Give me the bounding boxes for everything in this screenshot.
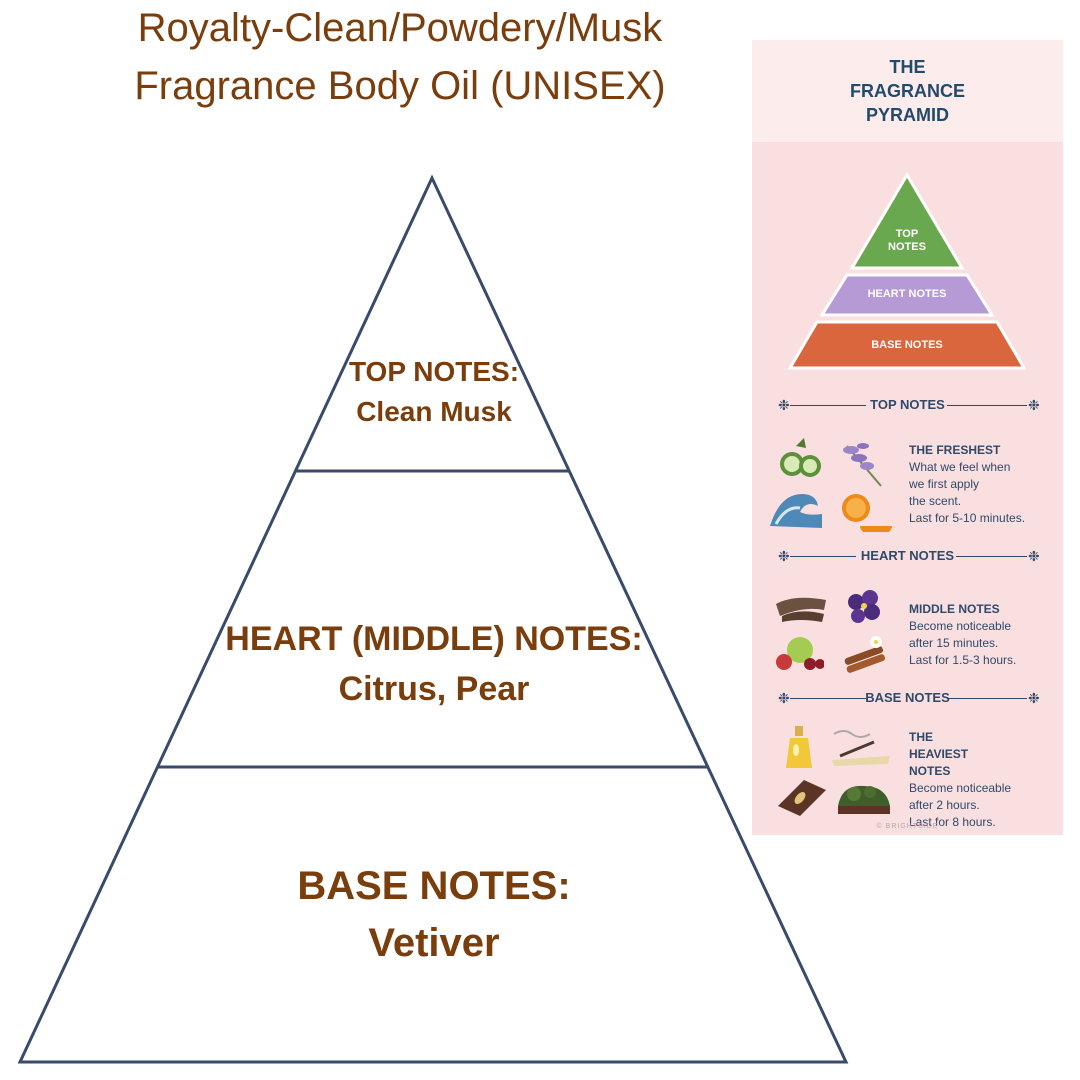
mini-tier-base-label: BASE NOTES	[871, 339, 943, 351]
infographic-title-line-3: PYRAMID	[865, 105, 949, 125]
cucumber-icon	[780, 438, 821, 477]
infographic-title-line-2: FRAGRANCE	[850, 81, 965, 101]
infographic-header: THE FRAGRANCE PYRAMID	[752, 40, 1063, 142]
section-header-heart-notes: ❉ ❉ HEART NOTES	[778, 548, 1040, 564]
cinnamon-icon	[844, 636, 885, 673]
fragrance-pyramid-infographic: THE FRAGRANCE PYRAMID TOP NOTES HEART NO…	[752, 40, 1063, 835]
incense-icon	[832, 730, 890, 766]
scroll-curl-icon: ❉	[778, 690, 790, 706]
heart-notes-label: HEART (MIDDLE) NOTES:	[225, 620, 643, 658]
mini-tier-top-label: TOP NOTES	[888, 228, 926, 253]
product-title-line-1: Royalty-Clean/Powdery/Musk	[137, 6, 663, 50]
orange-icon	[842, 494, 892, 532]
oil-bottle-icon	[786, 726, 812, 768]
scroll-curl-icon: ❉	[1028, 690, 1040, 706]
notes-pyramid	[17, 174, 849, 1064]
bark-icon	[778, 780, 826, 816]
top-notes-label: TOP NOTES:	[348, 356, 520, 387]
scroll-curl-icon: ❉	[1028, 548, 1040, 564]
base-notes-description: THE HEAVIEST NOTES Become noticeable aft…	[909, 730, 1012, 829]
base-notes-section: BASE NOTES: Vetiver	[234, 858, 634, 972]
infographic-title-line-1: THE	[889, 57, 926, 77]
credit-text: © BRIGHTSIDE	[876, 823, 939, 830]
top-notes-section: TOP NOTES: Clean Musk	[284, 352, 584, 432]
heart-notes-description: MIDDLE NOTES Become noticeable after 15 …	[909, 602, 1017, 667]
heart-notes-value: Citrus, Pear	[338, 670, 530, 708]
mini-pyramid	[787, 172, 1027, 370]
scroll-curl-icon: ❉	[778, 397, 790, 413]
violet-flower-icon	[848, 590, 880, 623]
fruits-icon	[776, 637, 824, 670]
wave-icon	[770, 494, 822, 528]
lavender-icon	[843, 443, 882, 487]
section-header-top-notes: ❉ ❉ TOP NOTES	[778, 397, 1040, 413]
mini-tier-top	[849, 172, 965, 270]
mini-tier-heart-label: HEART NOTES	[867, 288, 947, 300]
scroll-curl-icon: ❉	[1028, 397, 1040, 413]
pyramid-outline	[17, 174, 849, 1064]
section-header-base-notes: ❉ ❉ BASE NOTES	[778, 690, 1040, 706]
base-notes-label: BASE NOTES:	[297, 864, 571, 908]
mini-tier-heart	[819, 273, 995, 317]
wood-icon	[776, 597, 826, 622]
heart-notes-section: HEART (MIDDLE) NOTES: Citrus, Pear	[184, 614, 684, 714]
moss-icon	[838, 785, 890, 814]
top-notes-value: Clean Musk	[356, 396, 512, 427]
mini-tier-base	[787, 320, 1027, 370]
scroll-curl-icon: ❉	[778, 548, 790, 564]
base-notes-value: Vetiver	[368, 921, 500, 965]
product-title-line-2: Fragrance Body Oil (UNISEX)	[134, 64, 666, 108]
top-notes-description: THE FRESHEST What we feel when we first …	[909, 443, 1026, 525]
